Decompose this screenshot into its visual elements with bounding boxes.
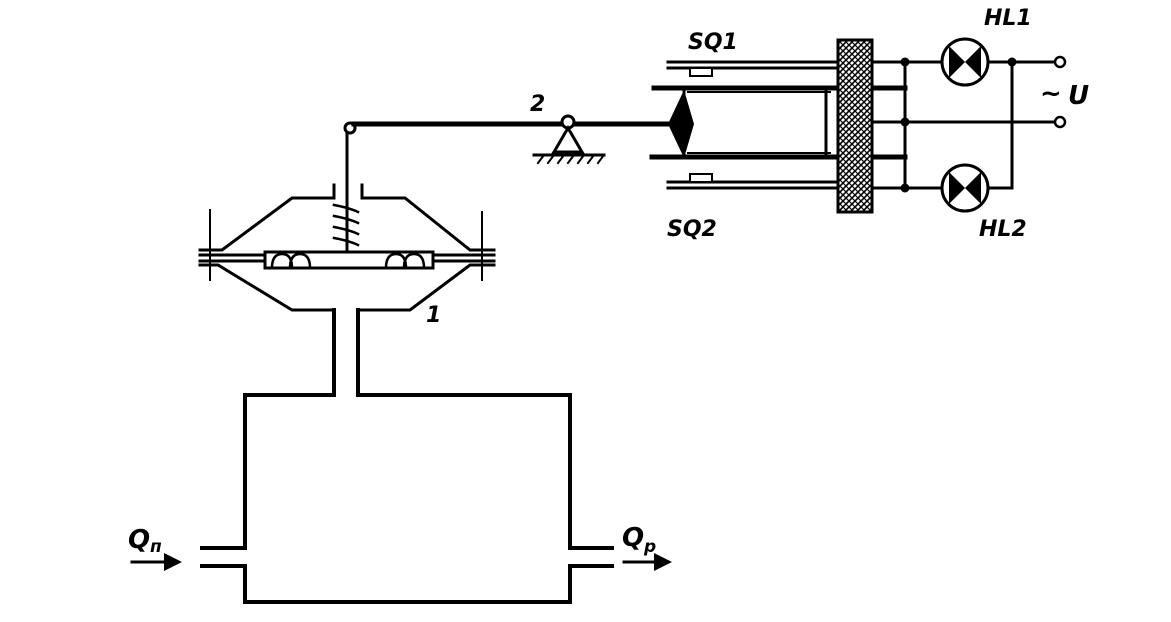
label-inflow-q: Q bbox=[128, 525, 150, 555]
lamp-circuit bbox=[903, 37, 1067, 213]
label-voltage: U bbox=[1068, 81, 1089, 111]
label-lever-2: 2 bbox=[530, 92, 545, 117]
tank bbox=[200, 308, 614, 604]
lamp-hl2-icon bbox=[940, 163, 990, 213]
label-diaphragm-1: 1 bbox=[426, 303, 441, 328]
label-hl1: HL1 bbox=[984, 6, 1032, 31]
terminal-top bbox=[1053, 55, 1067, 69]
outflow-arrow bbox=[622, 553, 672, 571]
label-outflow-q: Q bbox=[622, 523, 644, 553]
label-outflow-sub: р bbox=[643, 537, 656, 557]
label-sq1: SQ1 bbox=[688, 30, 738, 55]
limit-switch-assembly bbox=[649, 38, 910, 214]
lever bbox=[343, 114, 683, 165]
terminal-bottom bbox=[1053, 115, 1067, 129]
label-inflow-sub: п bbox=[150, 537, 162, 557]
diaphragm-sensor bbox=[198, 128, 496, 312]
inflow-arrow bbox=[130, 553, 182, 571]
label-voltage-tilde: ~ bbox=[1040, 79, 1062, 109]
lamp-hl1-icon bbox=[940, 37, 990, 87]
label-sq2: SQ2 bbox=[667, 217, 717, 242]
label-hl2: HL2 bbox=[979, 217, 1027, 242]
